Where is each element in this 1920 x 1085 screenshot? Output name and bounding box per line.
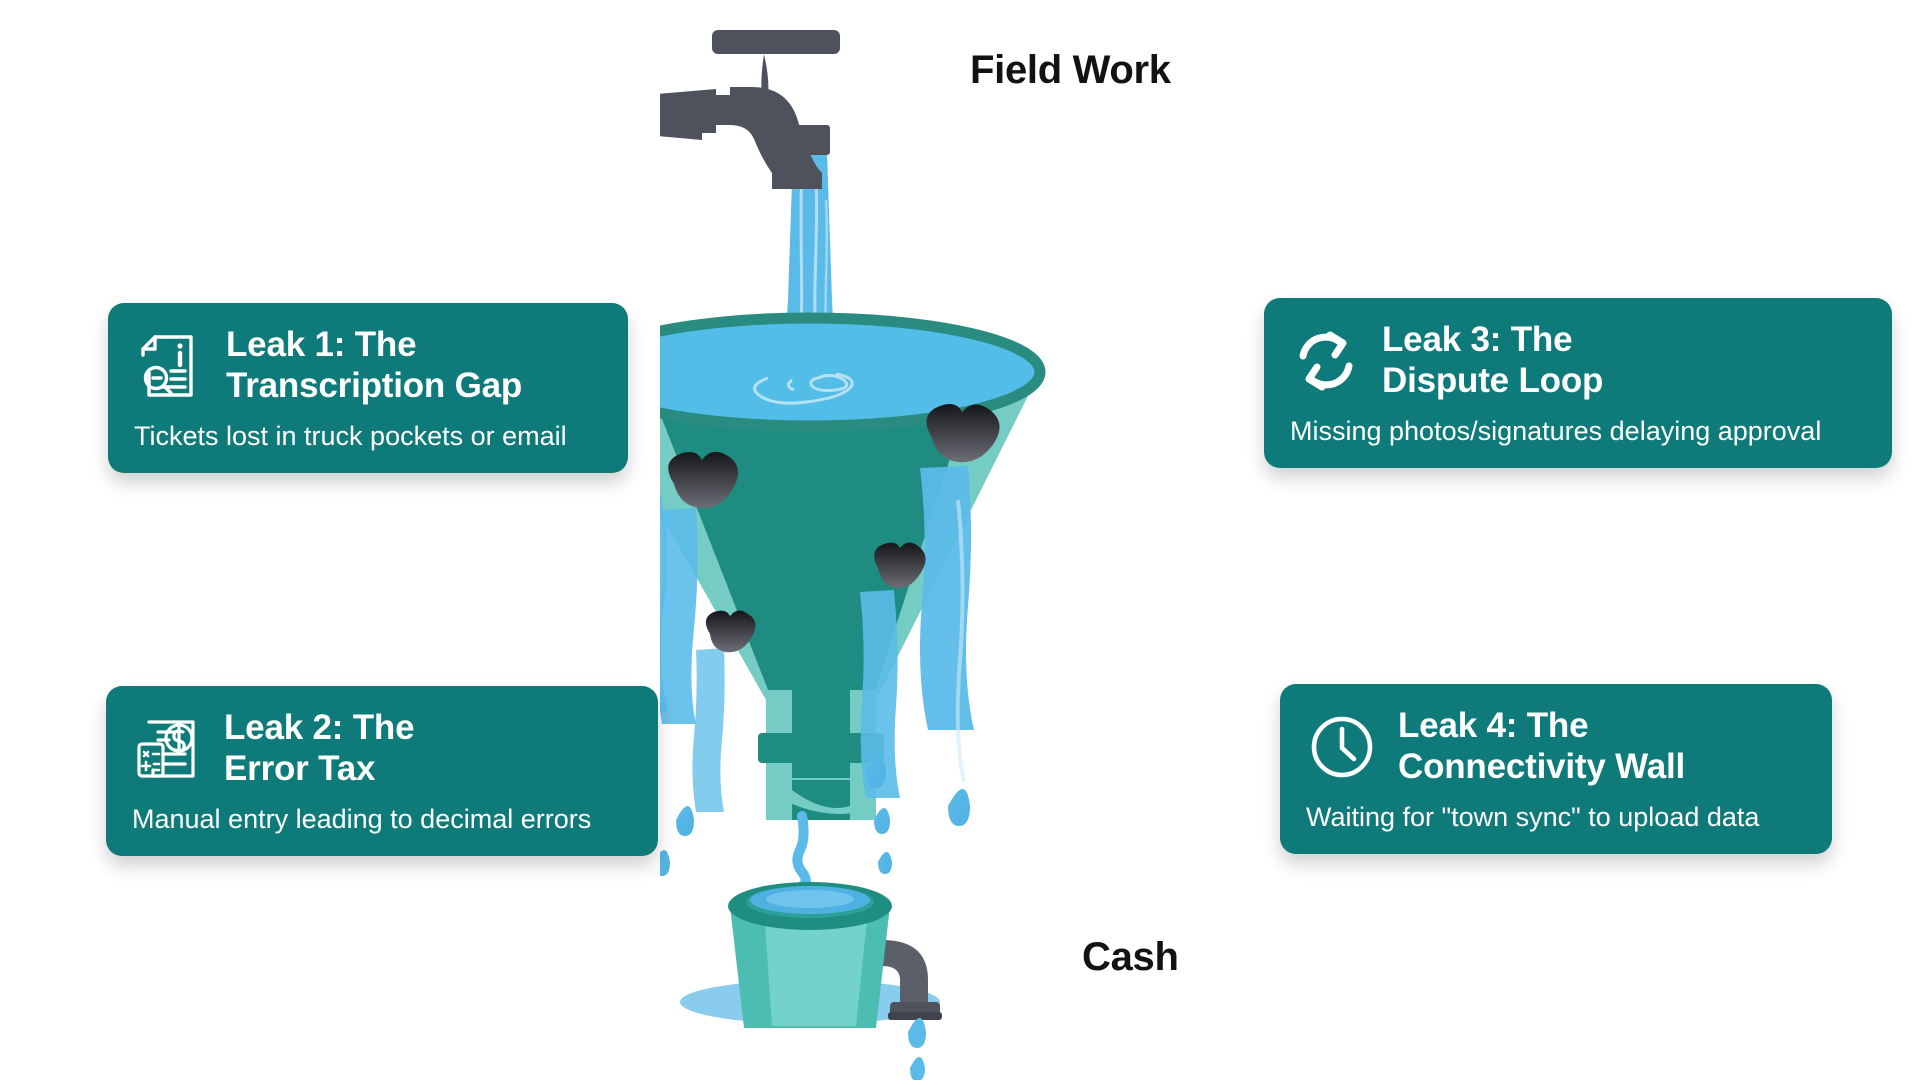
card-title: Leak 3: The Dispute Loop xyxy=(1382,320,1604,400)
document-search-info-icon xyxy=(134,330,206,402)
card-title: Leak 1: The Transcription Gap xyxy=(226,325,523,405)
clock-icon xyxy=(1306,711,1378,783)
leak-card-2[interactable]: Leak 2: The Error Tax Manual entry leadi… xyxy=(106,686,658,856)
bucket-splash xyxy=(738,922,864,986)
water-ripple xyxy=(753,372,854,405)
leak-card-1[interactable]: Leak 1: The Transcription Gap Tickets lo… xyxy=(108,303,628,473)
water-drop xyxy=(676,806,694,836)
card-title: Leak 2: The Error Tax xyxy=(224,708,415,788)
water-drop xyxy=(948,789,970,826)
card-subtitle: Tickets lost in truck pockets or email xyxy=(134,421,567,452)
leak-hole xyxy=(926,404,1000,463)
funnel-illustration xyxy=(660,0,1280,1080)
leak-hole xyxy=(668,451,739,509)
card-header: Leak 4: The Connectivity Wall xyxy=(1306,706,1806,787)
water-drop xyxy=(866,755,886,788)
card-subtitle: Missing photos/signatures delaying appro… xyxy=(1290,416,1822,447)
leak-hole xyxy=(705,610,756,653)
card-subtitle: Waiting for "town sync" to upload data xyxy=(1306,802,1760,833)
card-subtitle: Manual entry leading to decimal errors xyxy=(132,804,592,835)
water-drop xyxy=(660,850,670,876)
faucet-icon xyxy=(660,30,840,189)
field-work-label: Field Work xyxy=(970,48,1171,92)
leak-hole xyxy=(874,542,926,589)
card-header: Leak 3: The Dispute Loop xyxy=(1290,320,1866,401)
leak-holes xyxy=(668,404,1000,653)
card-title: Leak 4: The Connectivity Wall xyxy=(1398,706,1686,786)
card-header: Leak 1: The Transcription Gap xyxy=(134,325,602,406)
water-drop xyxy=(878,852,892,874)
cash-label: Cash xyxy=(1082,935,1179,979)
water-drop xyxy=(874,808,890,834)
leak-card-3[interactable]: Leak 3: The Dispute Loop Missing photos/… xyxy=(1264,298,1892,468)
card-header: Leak 2: The Error Tax xyxy=(132,708,632,789)
leak-streams xyxy=(660,466,974,812)
invoice-calculator-dollar-icon xyxy=(132,713,204,785)
leak-card-4[interactable]: Leak 4: The Connectivity Wall Waiting fo… xyxy=(1280,684,1832,854)
water-drop xyxy=(794,880,808,902)
refresh-loop-icon xyxy=(1290,325,1362,397)
